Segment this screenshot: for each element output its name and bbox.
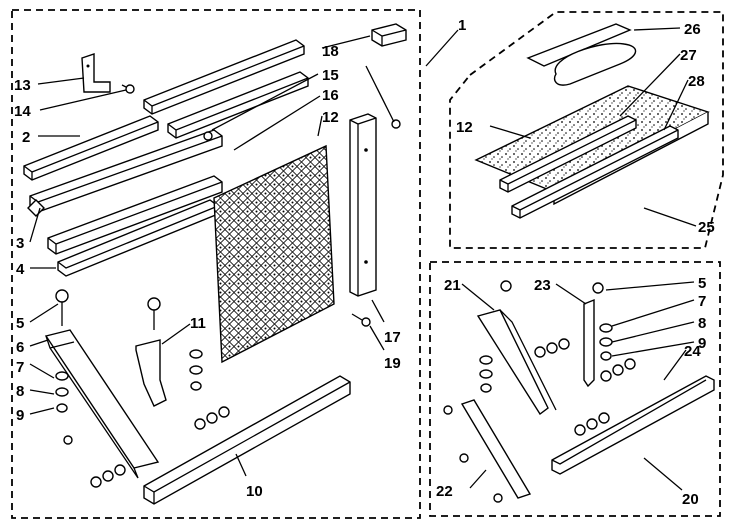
base-rail-10: [143, 375, 351, 505]
callout-20: 20: [682, 491, 699, 508]
post-17: [349, 113, 377, 297]
callout-28: 28: [688, 73, 705, 90]
callout-26: 26: [684, 21, 701, 38]
channel-28: [511, 125, 679, 219]
callout-16: 16: [322, 87, 339, 104]
callout-13: 13: [14, 77, 31, 94]
callout-5-left: 5: [16, 315, 24, 332]
leader-lines: [29, 27, 697, 491]
callout-8-right: 8: [698, 315, 706, 332]
callout-15: 15: [322, 67, 339, 84]
rail-15: [167, 71, 309, 139]
leg-bracket-6: [44, 329, 160, 479]
callout-25: 25: [698, 219, 715, 236]
rail-2: [23, 115, 159, 181]
screw-14: [121, 84, 135, 94]
callout-17: 17: [384, 329, 401, 346]
screw-16-head: [203, 131, 213, 141]
callout-24: 24: [684, 343, 701, 360]
channel-top: [143, 39, 305, 115]
callout-23: 23: [534, 277, 551, 294]
filter-panel-12: [213, 144, 335, 364]
bracket-11: [135, 339, 167, 407]
bracket-23: [583, 298, 595, 388]
callout-12-right: 12: [456, 119, 473, 136]
callout-8-left: 8: [16, 383, 24, 400]
callout-9-right: 9: [698, 335, 706, 352]
kit-20-border: [429, 261, 721, 517]
bracket-21: [476, 309, 557, 416]
gasket-26: [526, 23, 637, 86]
leg-22: [460, 399, 532, 499]
callout-18: 18: [322, 43, 339, 60]
callout-2: 2: [22, 129, 30, 146]
foam-block-18: [371, 23, 407, 47]
callout-10: 10: [246, 483, 263, 500]
callout-27: 27: [680, 47, 697, 64]
callout-7-left: 7: [16, 359, 24, 376]
hardware-right: [443, 280, 636, 503]
angle-3: [27, 129, 223, 217]
callout-11: 11: [190, 315, 206, 332]
callout-9-left: 9: [16, 407, 24, 424]
callout-19: 19: [384, 355, 401, 372]
callout-3: 3: [16, 235, 24, 252]
kit-25-border: [449, 11, 724, 249]
callout-14: 14: [14, 103, 31, 120]
channel-27: [499, 115, 637, 193]
bracket-13: [81, 53, 111, 93]
kit-1-border: [11, 9, 421, 519]
angle-16: [47, 175, 223, 255]
callout-1: 1: [458, 17, 466, 34]
callout-5-right: 5: [698, 275, 706, 292]
callout-21: 21: [444, 277, 461, 294]
rail-24: [551, 375, 715, 475]
callout-22: 22: [436, 483, 453, 500]
hardware-left: [55, 289, 230, 488]
callout-4: 4: [16, 261, 25, 278]
callout-6: 6: [16, 339, 24, 356]
callout-12-left: 12: [322, 109, 339, 126]
callout-7-right: 7: [698, 293, 706, 310]
screw-19: [351, 313, 371, 327]
